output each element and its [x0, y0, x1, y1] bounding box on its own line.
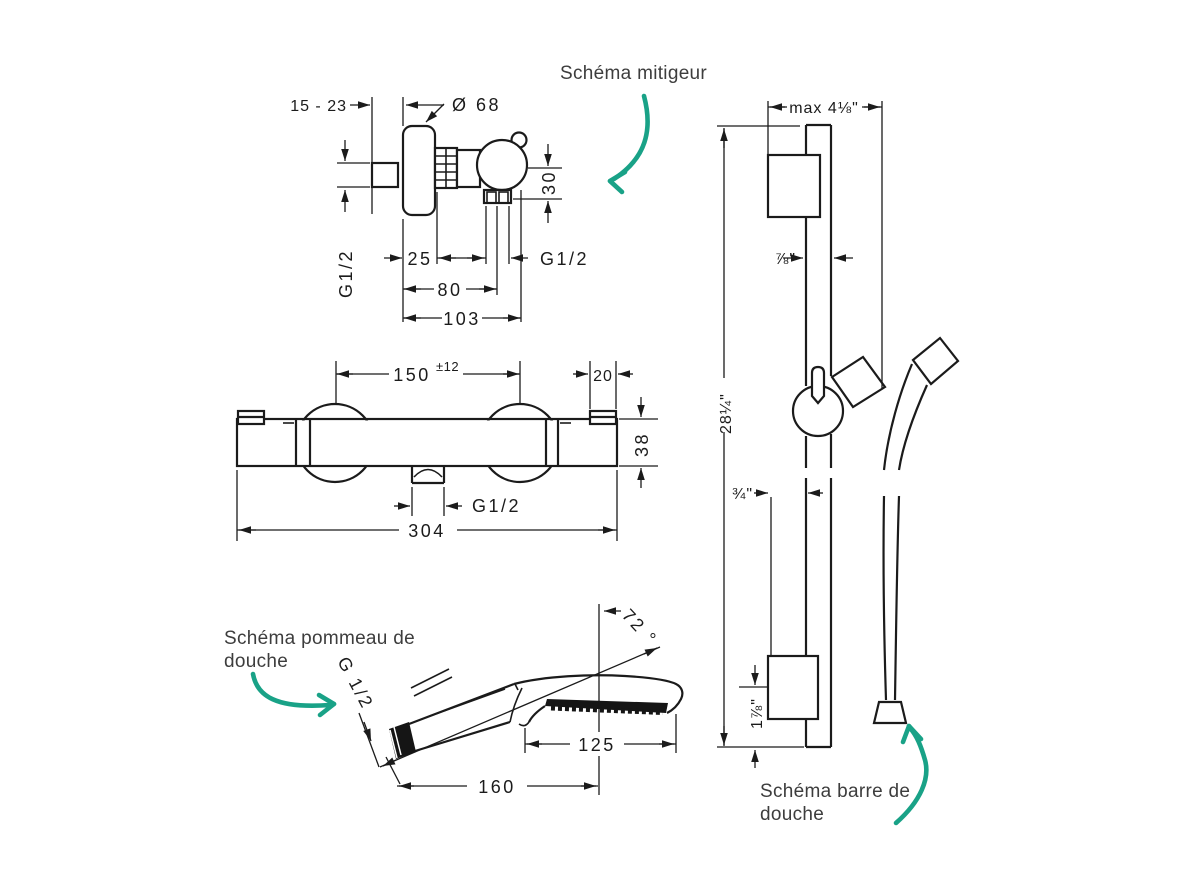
mixer-hose-center: 80 — [437, 280, 462, 300]
thermostat-dimensions: 150 ±12 20 38 G1/2 304 — [236, 359, 658, 541]
mixer-drop: 30 — [539, 170, 559, 195]
bar-diagram: max 4⅛" 28¼" ⅞" ¾" 1⅞" — [717, 100, 960, 768]
bar-title-line2: douche — [760, 804, 824, 825]
thermostat-centers: 150 — [393, 365, 431, 385]
bar-linework — [766, 123, 960, 749]
bar-height: 28¼" — [718, 393, 735, 434]
mixer-diagram: 15 - 23 Ø 68 G1/2 30 25 — [290, 95, 589, 329]
mixer-inlet-thread: G1/2 — [336, 249, 356, 298]
thermostat-width: 304 — [408, 521, 446, 541]
mixer-linework — [370, 124, 529, 217]
mixer-dimensions: 15 - 23 Ø 68 G1/2 30 25 — [290, 95, 589, 329]
thermostat-diagram: 150 ±12 20 38 G1/2 304 — [235, 359, 658, 541]
handshower-title-line2: douche — [224, 651, 288, 672]
bar-pointer-arrow — [893, 723, 929, 826]
mixer-wall-range: 15 - 23 — [290, 98, 347, 115]
bar-bottom-end: 1⅞" — [749, 698, 766, 729]
handshower-linework — [389, 674, 684, 759]
handshower-title-line1: Schéma pommeau de — [224, 628, 415, 649]
thermostat-height: 38 — [632, 432, 652, 457]
bar-title-line1: Schéma barre de — [760, 781, 910, 802]
mixer-title: Schéma mitigeur — [560, 63, 707, 84]
thermostat-outlet-thread: G1/2 — [472, 496, 521, 516]
handshower-thread: G 1/2 — [333, 653, 377, 712]
handshower-pointer-arrow — [250, 671, 337, 718]
handshower-angle: 72 ° — [618, 605, 661, 650]
mixer-pointer-arrow — [607, 93, 650, 195]
thermostat-linework — [235, 402, 619, 485]
thermostat-tolerance: ±12 — [436, 359, 459, 374]
annotations: Schéma mitigeur Schéma pommeau de douche… — [224, 63, 929, 826]
mixer-outlet-thread: G1/2 — [540, 249, 589, 269]
bar-wall-gap: ¾" — [732, 486, 753, 503]
handshower-head-length: 125 — [578, 735, 616, 755]
thermostat-end-offset: 20 — [593, 368, 613, 385]
mixer-diameter: Ø 68 — [452, 95, 501, 115]
handshower-dim-bottom: 125 160 — [385, 714, 677, 797]
mixer-escutcheon-depth: 25 — [407, 249, 432, 269]
bar-diameter: ⅞" — [775, 251, 796, 268]
handshower-total-length: 160 — [478, 777, 516, 797]
bar-max-offset: max 4⅛" — [789, 100, 859, 117]
bar-dimensions: max 4⅛" 28¼" ⅞" ¾" 1⅞" — [717, 100, 883, 768]
mixer-total-depth: 103 — [443, 309, 481, 329]
